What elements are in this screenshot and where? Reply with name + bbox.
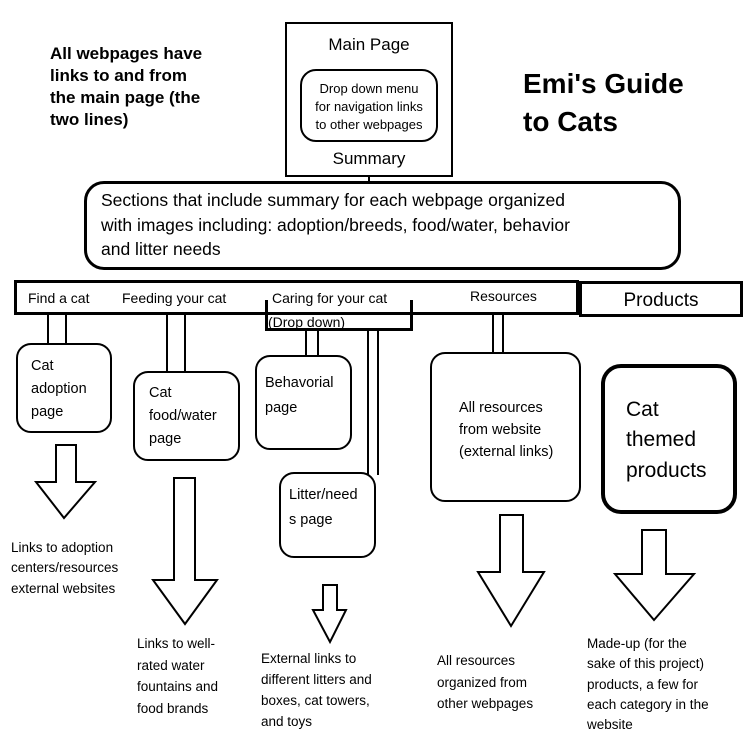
nav-products: Products [623, 290, 699, 311]
arrow-products-outcome [612, 529, 697, 622]
food-water-page-text: Cat food/water page [149, 385, 217, 448]
behavioral-page-box: Behavorial page [255, 355, 352, 450]
nav-products-box: Products [579, 281, 743, 317]
behavioral-page-text: Behavorial page [265, 375, 334, 416]
sections-text: Sections that include summary for each w… [101, 190, 570, 259]
adoption-outcome-text: Links to adoption centers/resources exte… [11, 540, 119, 596]
nav-find-cat: Find a cat [28, 290, 90, 306]
food-water-page-box: Cat food/water page [133, 371, 240, 461]
arrow-adoption-outcome [33, 444, 98, 520]
resources-page-text: All resources from website (external lin… [459, 400, 554, 460]
main-page-box: Main Page Drop down menu for navigation … [285, 22, 453, 177]
main-page-summary: Summary [332, 149, 406, 168]
products-page-box: Cat themed products [601, 364, 737, 514]
nav-caring-dropdown: (Drop down) [268, 314, 346, 330]
nav-caring: Caring for your cat [272, 290, 388, 306]
nav-caring-tab [265, 300, 413, 331]
arrow-resources-outcome [476, 514, 546, 628]
resources-outcome-text: All resources organized from other webpa… [437, 653, 534, 712]
nav-resources: Resources [470, 288, 537, 304]
diagram-title: Emi's Guide to Cats [523, 68, 684, 137]
nav-bar [14, 280, 579, 315]
products-page-text: Cat themed products [626, 398, 707, 482]
resources-page-box: All resources from website (external lin… [430, 352, 581, 502]
note-text: All webpages have links to and from the … [50, 44, 203, 130]
nav-feeding: Feeding your cat [122, 290, 227, 306]
adoption-page-box: Cat adoption page [16, 343, 112, 433]
sections-box: Sections that include summary for each w… [84, 181, 681, 270]
arrow-litter-outcome [311, 584, 348, 645]
dropdown-menu-text: Drop down menu for navigation links to o… [315, 81, 423, 133]
litter-page-text: Litter/need s page [289, 487, 358, 529]
litter-outcome-text: External links to different litters and … [261, 651, 372, 729]
arrow-food-outcome [151, 477, 219, 626]
adoption-page-text: Cat adoption page [31, 358, 87, 421]
main-page-label: Main Page [328, 35, 410, 54]
food-water-outcome-text: Links to well- rated water fountains and… [137, 636, 219, 716]
products-outcome-text: Made-up (for the sake of this project) p… [587, 636, 709, 732]
litter-page-box: Litter/need s page [279, 472, 376, 558]
dropdown-menu-box: Drop down menu for navigation links to o… [300, 69, 438, 142]
